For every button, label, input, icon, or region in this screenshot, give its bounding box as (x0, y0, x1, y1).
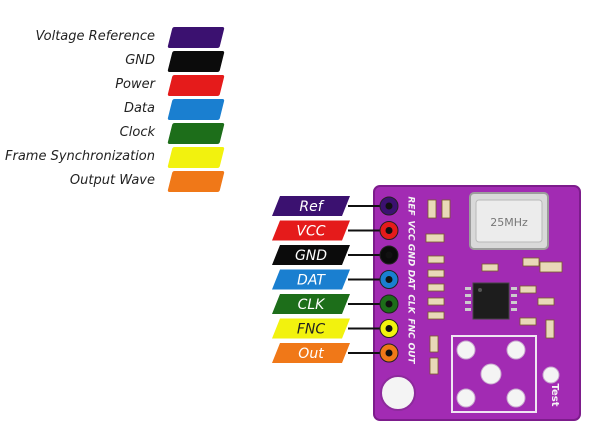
pin-tag-background (272, 343, 350, 363)
pin-hole (385, 349, 393, 357)
pin-hole (385, 227, 393, 234)
pin-tag-label: FNC (297, 322, 326, 338)
footprint-outline (451, 335, 537, 413)
crystal-marking: 25MHz (490, 216, 528, 229)
test-label: Test (549, 383, 560, 406)
board-pin-label: CLK (406, 294, 416, 314)
pin-tag-label: Ref (299, 199, 324, 215)
main-ic (465, 282, 517, 320)
pin-ref: Ref REF (272, 196, 416, 216)
crystal-oscillator: 25MHz (469, 192, 549, 250)
smd-resistor (441, 199, 451, 219)
smd-capacitor (425, 233, 445, 243)
ic-pad (511, 301, 517, 304)
legend-item-voltage-reference: Voltage Reference (0, 27, 230, 49)
legend-item-data: Data (0, 99, 230, 121)
ic-body (472, 282, 510, 320)
board-pin-label: DAT (406, 270, 416, 291)
legend-label: Frame Synchronization (5, 149, 155, 164)
pin-hole (385, 202, 393, 210)
pin-tag-background (272, 318, 350, 339)
footprint-hole (480, 363, 502, 385)
pin-tag-background (272, 245, 350, 265)
pin-tag-label: DAT (297, 273, 326, 289)
pin-tag-label: CLK (298, 297, 327, 313)
ic-pad (465, 294, 471, 297)
board-pin-label: FNC (406, 318, 416, 339)
board-pin-label: OUT (406, 342, 416, 364)
ic-pad (511, 294, 517, 297)
pcb-board: 25MHz (373, 185, 581, 421)
pin-hole (385, 300, 393, 308)
pin-vcc: VCC VCC (272, 220, 416, 241)
footprint-hole (506, 340, 526, 360)
legend-label: Output Wave (69, 173, 155, 188)
legend-item-frame-synchronization: Frame Synchronization (0, 147, 230, 169)
test-pad (542, 366, 560, 384)
board-pin-label: REF (406, 196, 416, 216)
legend-label: Power (115, 77, 155, 92)
legend-label: Voltage Reference (35, 29, 155, 44)
legend-label: Data (123, 101, 155, 116)
pin-tag-background (272, 220, 350, 241)
footprint-hole (506, 388, 526, 408)
legend-item-clock: Clock (0, 123, 230, 145)
ic-pin1-dot (478, 288, 482, 292)
pin-tag-label: VCC (296, 224, 325, 240)
smd-resistor (427, 269, 445, 278)
smd-capacitor (545, 319, 555, 339)
pin-hole (385, 325, 393, 332)
smd-inductor (539, 261, 563, 273)
pin-hole (385, 276, 393, 283)
legend-item-power: Power (0, 75, 230, 97)
smd-capacitor (481, 263, 499, 272)
footprint-hole (456, 388, 476, 408)
pin-tag-background (272, 294, 350, 314)
pin-clk: CLK CLK (272, 294, 416, 315)
smd-resistor (519, 317, 537, 326)
pin-dat: DAT DAT (272, 269, 416, 291)
legend-item-output-wave: Output Wave (0, 171, 230, 193)
smd-resistor (429, 335, 439, 353)
ic-pad (511, 308, 517, 311)
smd-resistor (427, 199, 437, 219)
pin-tag-label: Out (298, 346, 324, 362)
ic-pad (465, 308, 471, 311)
pin-gnd: GND GND (272, 244, 416, 267)
smd-components (425, 199, 563, 375)
ic-pad (465, 301, 471, 304)
pin-tag-label: GND (295, 248, 327, 264)
output-connector-footprint (451, 335, 537, 413)
board-pin-label: GND (406, 244, 416, 267)
smd-capacitor (522, 257, 540, 267)
legend-label: Clock (119, 125, 155, 140)
legend-item-gnd: GND (0, 51, 230, 73)
crystal-lid (475, 199, 543, 243)
smd-resistor (427, 297, 445, 306)
legend-label: GND (125, 53, 155, 68)
pin-tag-background (272, 269, 350, 290)
smd-resistor (519, 285, 537, 294)
mounting-hole (380, 375, 416, 411)
smd-resistor (537, 297, 555, 306)
ic-pad (465, 287, 471, 290)
board-pin-label: VCC (406, 220, 416, 241)
smd-resistor (427, 311, 445, 320)
ic-pad (511, 287, 517, 290)
smd-resistor (427, 283, 445, 292)
pin-out: Out OUT (272, 342, 416, 364)
pin-hole (385, 251, 393, 259)
pin-tag-background (272, 196, 350, 216)
smd-resistor (427, 255, 445, 264)
pin-fnc: FNC FNC (272, 318, 416, 339)
smd-resistor (429, 357, 439, 375)
footprint-hole (456, 340, 476, 360)
